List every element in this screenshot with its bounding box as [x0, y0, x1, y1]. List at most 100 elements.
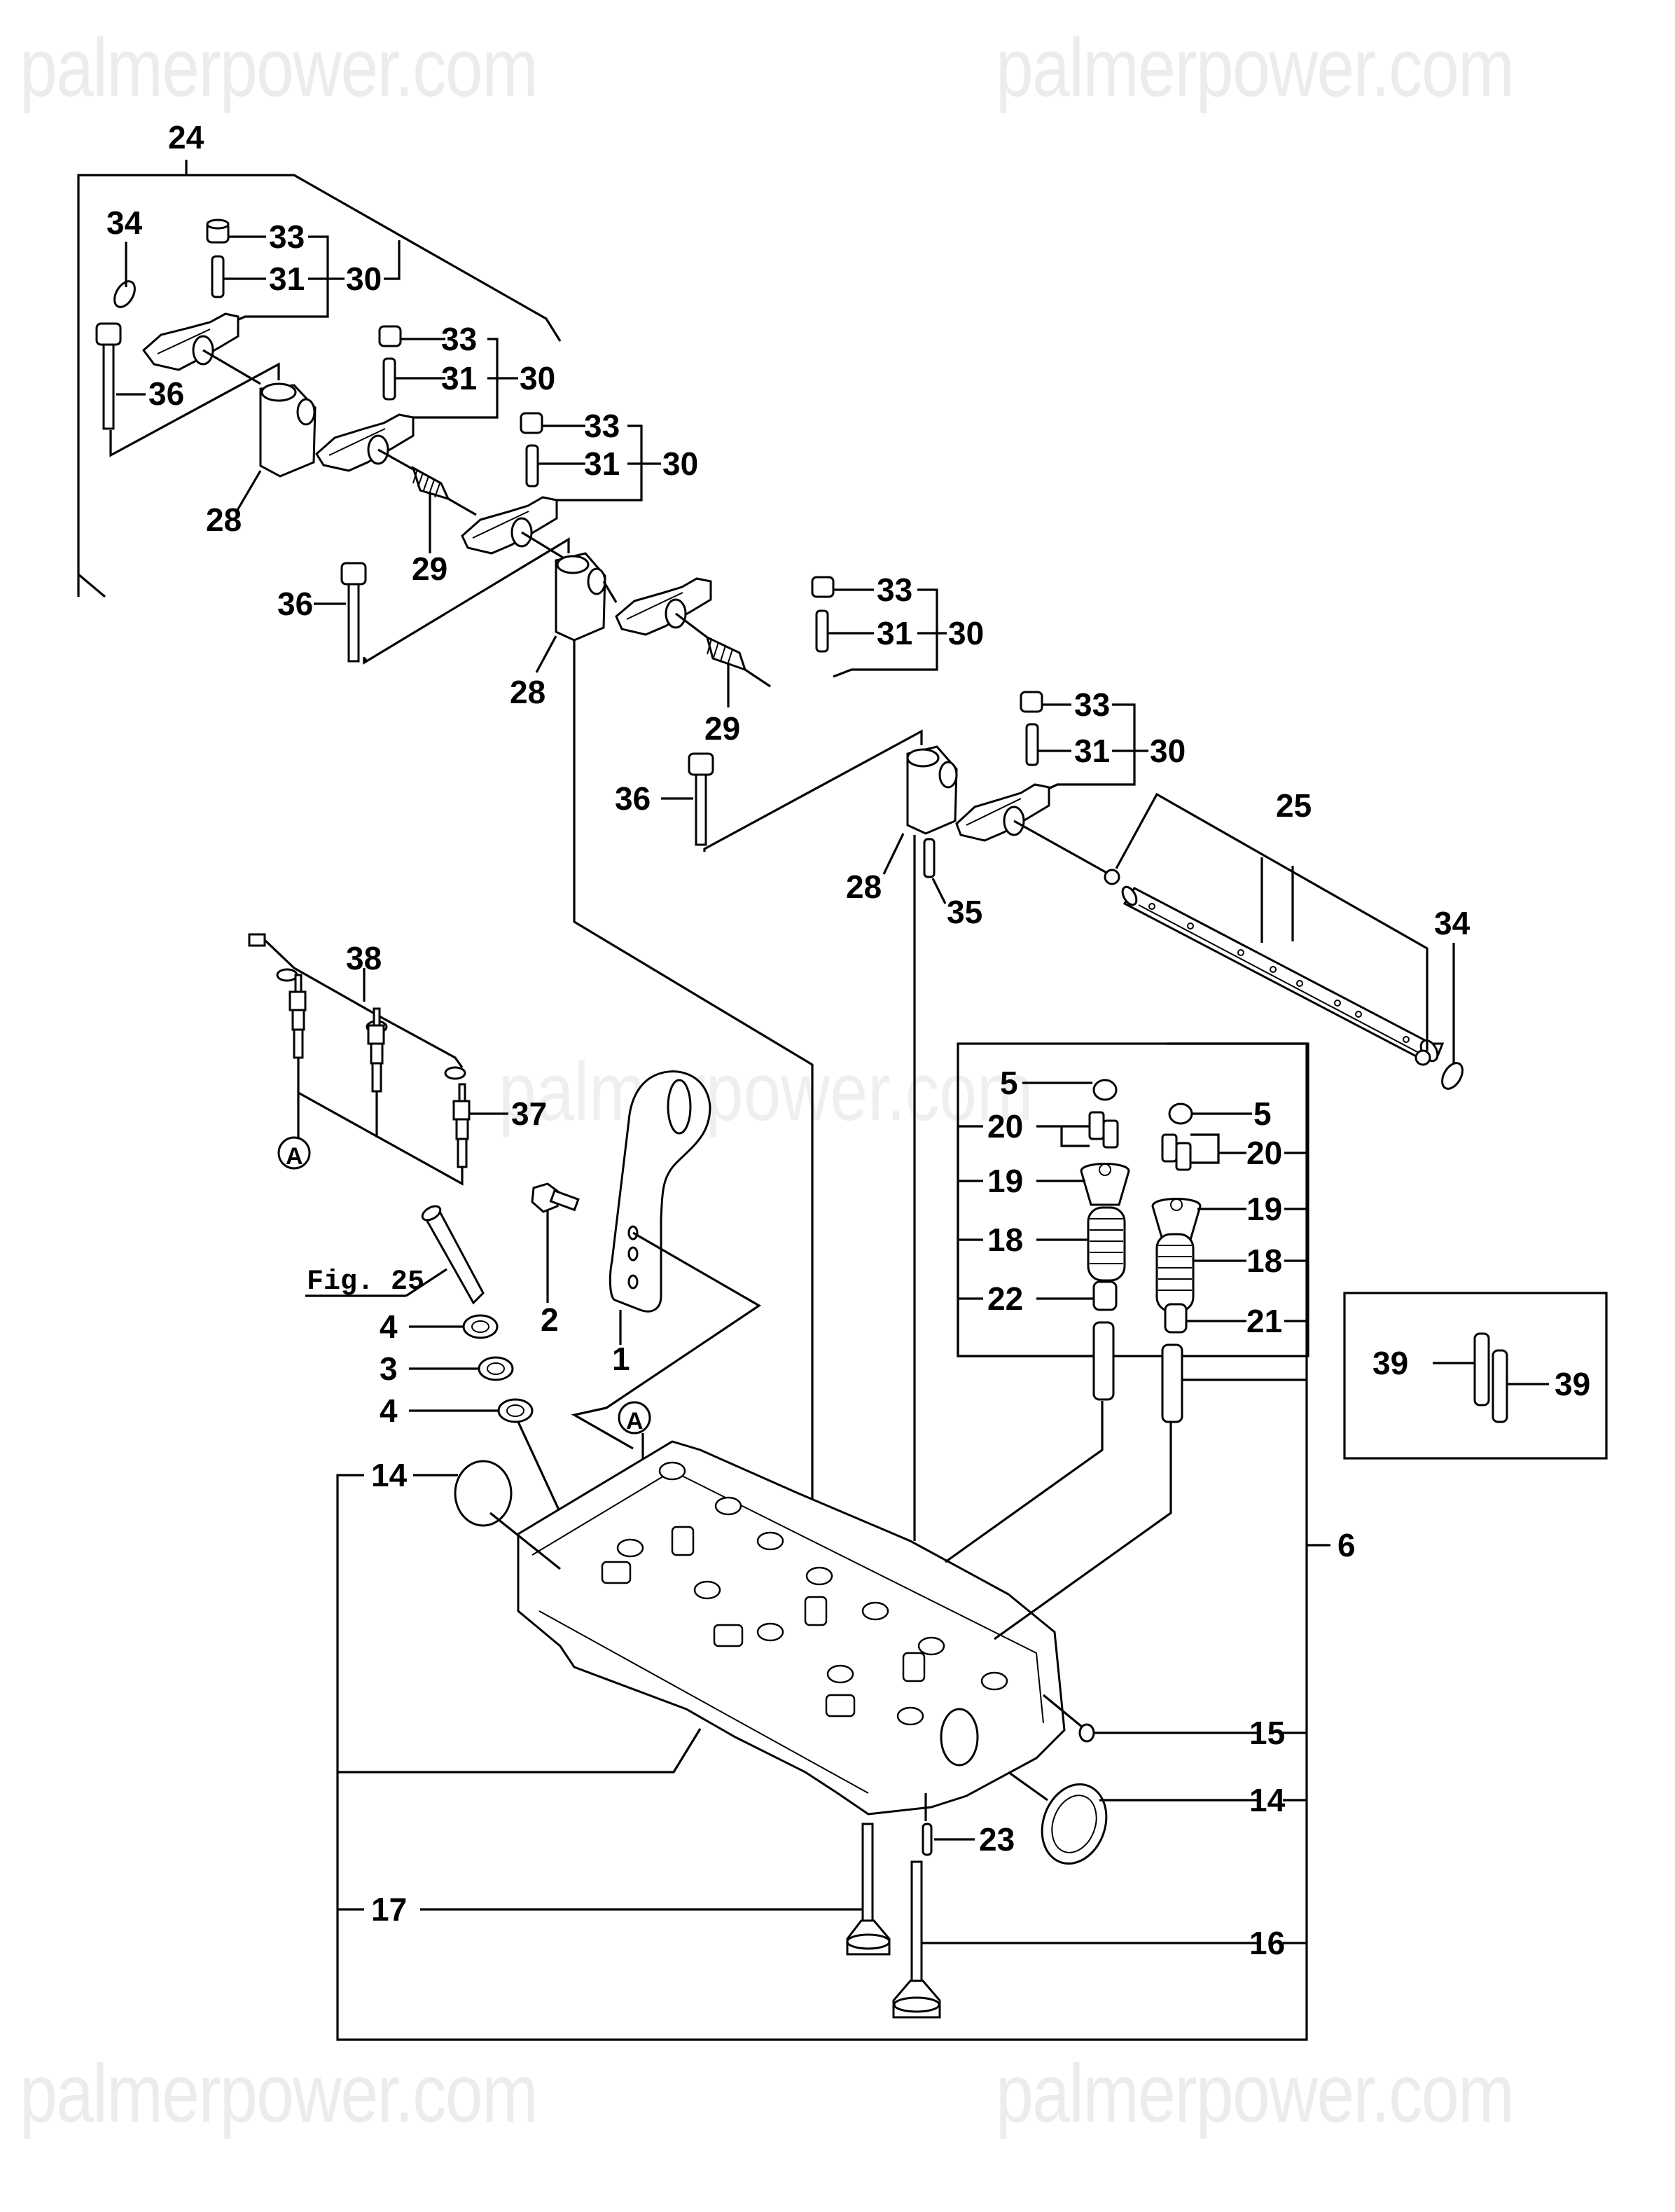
bolt-shank-icon	[102, 343, 115, 430]
exhaust-valve-stem-icon	[910, 1860, 923, 1982]
nut-icon	[811, 576, 835, 598]
callout-28-3: 28	[846, 869, 882, 905]
callout-31-1: 31	[269, 261, 305, 297]
nut-icon	[520, 412, 543, 434]
adjusting-screw-icon	[382, 357, 396, 401]
injector-nozzle-icon	[422, 1208, 485, 1305]
watermark-bottom-left: palmerpower.com	[20, 2047, 538, 2140]
connector-icon	[248, 933, 266, 947]
callout-4-bottom: 4	[380, 1392, 398, 1429]
injector-seal-group	[305, 1205, 571, 1535]
glow-plug-icon	[373, 1007, 381, 1027]
valve-guide-service-icon	[1473, 1332, 1490, 1406]
rocker-arm-icon	[141, 312, 239, 371]
callout-5-right: 5	[1253, 1095, 1272, 1132]
plug-icon	[1104, 869, 1120, 885]
callout-33-5: 33	[1074, 686, 1110, 723]
valve-train-box	[957, 1042, 1309, 1423]
callout-14-top: 14	[371, 1457, 408, 1493]
seal-washer-icon	[497, 1398, 534, 1423]
oil-seal-right	[1008, 1771, 1260, 1865]
callout-20-left: 20	[987, 1108, 1023, 1145]
callout-30-4: 30	[948, 615, 984, 651]
cylinder-head	[338, 1401, 1172, 1816]
callout-20-right: 20	[1246, 1135, 1282, 1171]
bolt-icon	[531, 1182, 560, 1213]
ref-marker-a-left	[277, 1136, 311, 1170]
set-screw-icon	[923, 838, 936, 878]
rocker-shaft-icon	[1123, 887, 1445, 1060]
callout-1: 1	[612, 1341, 630, 1377]
callout-31-4: 31	[877, 615, 912, 651]
adjusting-screw-icon	[1025, 723, 1039, 766]
callout-30-2: 30	[520, 360, 555, 396]
callout-19-left: 19	[987, 1163, 1023, 1199]
callout-33-3: 33	[584, 408, 620, 444]
callout-34-right: 34	[1434, 905, 1471, 941]
callout-5-left: 5	[1000, 1065, 1018, 1101]
snap-ring-icon	[1441, 1062, 1464, 1090]
valve-stem-seal-icon	[1092, 1280, 1118, 1311]
callout-38: 38	[346, 940, 382, 976]
callout-15: 15	[1249, 1715, 1285, 1751]
bolt-head-icon	[688, 752, 714, 776]
snap-ring-icon	[113, 280, 136, 308]
watermark-top-left: palmerpower.com	[20, 22, 538, 114]
callout-18-left: 18	[987, 1222, 1023, 1258]
callout-31-3: 31	[584, 445, 620, 482]
bolt-head-icon	[340, 562, 367, 586]
nut-icon	[378, 325, 402, 347]
spring-retainer-icon	[1151, 1198, 1202, 1241]
callout-19-right: 19	[1246, 1191, 1282, 1227]
rocker-group-7	[661, 691, 1464, 1541]
callout-36-2: 36	[277, 586, 313, 622]
callout-35: 35	[947, 894, 982, 930]
callout-18-right: 18	[1246, 1243, 1282, 1279]
plug-15	[1042, 1694, 1260, 1743]
oil-seal-icon	[1041, 1783, 1108, 1865]
camshaft-bore-icon	[940, 1708, 979, 1767]
expansion-plug-icon	[454, 1460, 513, 1527]
callout-39-left: 39	[1372, 1345, 1408, 1381]
rocker-group-1	[95, 219, 401, 512]
nut-icon	[1020, 691, 1043, 713]
callout-14-right: 14	[1249, 1782, 1286, 1818]
valves	[420, 1823, 1260, 2019]
callout-30-5: 30	[1150, 733, 1186, 769]
ref-marker-a-left-label: A	[286, 1143, 303, 1170]
rocker-arm-icon	[615, 577, 712, 636]
bolt-head-icon	[95, 322, 122, 346]
ref-marker-a-head-label: A	[626, 1408, 644, 1435]
callout-37: 37	[511, 1095, 547, 1132]
glow-plug-icon	[294, 974, 303, 993]
lifting-bracket-icon	[609, 1070, 711, 1313]
callout-31-2: 31	[441, 360, 477, 396]
valve-cap-icon	[1168, 1102, 1193, 1125]
intake-valve-stem-icon	[861, 1823, 874, 1922]
callout-39-right: 39	[1555, 1366, 1590, 1402]
service-part-box	[1343, 1292, 1608, 1460]
rocker-group-3	[461, 412, 661, 559]
spring-icon	[705, 635, 747, 672]
dowel-pin-icon	[922, 1823, 933, 1856]
callout-28-2: 28	[510, 674, 545, 710]
callout-30-3: 30	[662, 445, 698, 482]
adjusting-screw-icon	[211, 255, 225, 298]
valve-guide-service-icon	[1492, 1349, 1508, 1423]
rocker-group-2	[315, 325, 518, 553]
callout-28-1: 28	[206, 502, 242, 538]
cylinder-head-body-icon	[517, 1440, 1066, 1816]
callout-29-2: 29	[704, 710, 740, 747]
rocker-arm-icon	[315, 413, 415, 472]
callout-25: 25	[1276, 787, 1312, 824]
ref-marker-a-head	[618, 1401, 651, 1435]
ring-terminal-icon	[276, 968, 298, 982]
callout-31-5: 31	[1074, 733, 1110, 769]
dowel-pin-23	[922, 1793, 975, 1856]
callout-33-4: 33	[877, 572, 912, 608]
valve-spring-icon	[1087, 1206, 1126, 1282]
bolt-shank-icon	[347, 583, 360, 663]
callout-23: 23	[979, 1821, 1015, 1858]
callout-17: 17	[371, 1891, 407, 1928]
